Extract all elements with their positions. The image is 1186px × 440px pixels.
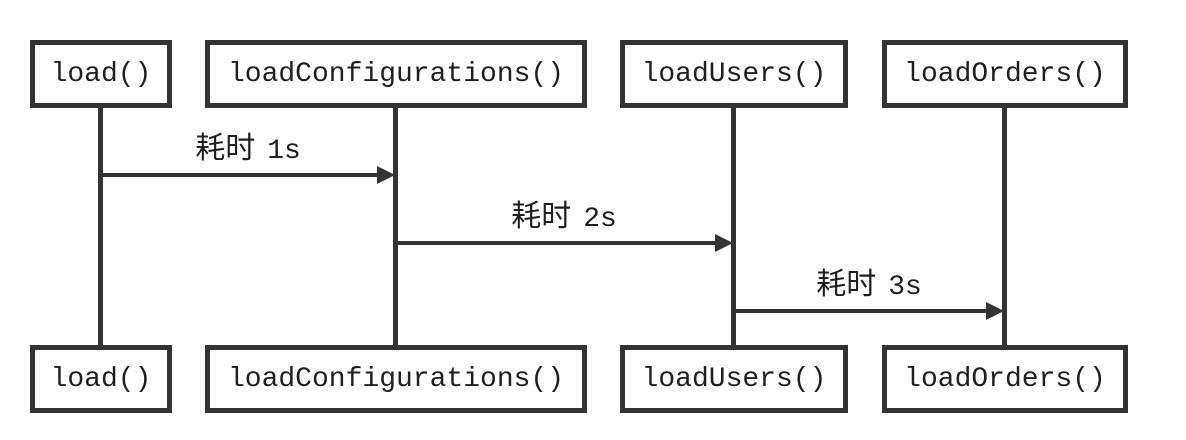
message-3-duration: 3s (888, 272, 922, 303)
message-2-duration: 2s (583, 204, 617, 235)
participant-box-load-users-top: loadUsers() (620, 40, 848, 108)
message-arrow-line-3 (734, 309, 987, 313)
participant-box-load-orders-bottom: loadOrders() (882, 345, 1128, 413)
message-arrow-line-2 (396, 241, 716, 245)
message-3-term: 耗时 (816, 267, 877, 302)
participant-box-load-orders-top: loadOrders() (882, 40, 1128, 108)
lifeline-load-users (731, 108, 736, 345)
lifeline-load-orders (1002, 108, 1007, 345)
participant-box-load-users-bottom: loadUsers() (620, 345, 848, 413)
lifeline-load-configurations (393, 108, 398, 345)
message-1-duration: 1s (267, 136, 301, 167)
lifeline-load (98, 108, 103, 345)
arrow-head-icon (986, 302, 1004, 320)
participant-box-load-configurations-top: loadConfigurations() (205, 40, 587, 108)
participant-box-load-top: load() (30, 40, 172, 108)
message-label-2: 耗时 2s (511, 202, 617, 234)
message-label-1: 耗时 1s (195, 134, 301, 166)
message-arrow-line-1 (101, 173, 378, 177)
message-label-3: 耗时 3s (816, 270, 922, 302)
participant-box-load-bottom: load() (30, 345, 172, 413)
message-2-term: 耗时 (511, 199, 572, 234)
message-1-term: 耗时 (195, 131, 256, 166)
participant-box-load-configurations-bottom: loadConfigurations() (205, 345, 587, 413)
arrow-head-icon (377, 166, 395, 184)
arrow-head-icon (715, 234, 733, 252)
